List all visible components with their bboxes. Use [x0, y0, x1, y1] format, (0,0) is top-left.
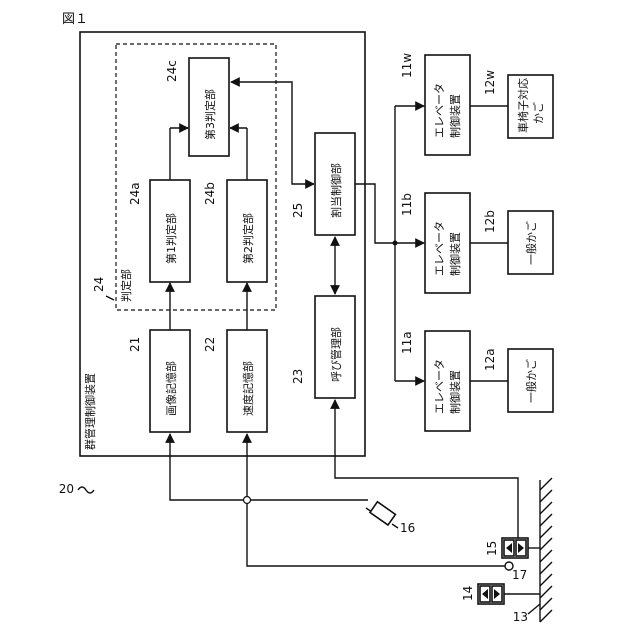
- controller-11a-line1: エレベータ: [433, 359, 446, 414]
- controller-11w-line2: 制御装置: [448, 94, 462, 138]
- camera-leader: [392, 524, 398, 528]
- floor-hatching: [540, 478, 552, 622]
- allocation-ref: 25: [291, 203, 305, 218]
- speed-storage-ref: 22: [203, 337, 217, 352]
- call-management-ref: 23: [291, 369, 305, 384]
- car-12a-label: 一般かご: [524, 359, 538, 403]
- camera-16: [366, 502, 395, 525]
- judge1-ref: 24a: [128, 182, 142, 205]
- controller-11a-line2: 制御装置: [448, 370, 462, 414]
- car-12w-line2: かご: [531, 102, 545, 124]
- floor-ref: 13: [513, 610, 528, 624]
- group-control-ref: 20: [59, 482, 74, 496]
- image-storage-ref: 21: [128, 337, 142, 352]
- allocation-label: 割当制御部: [329, 163, 343, 218]
- group-control-label: 群管理制御装置: [83, 373, 97, 450]
- ref-tilde-20: [78, 487, 94, 493]
- judge3-ref: 24c: [165, 60, 179, 82]
- car-12a-ref: 12a: [483, 348, 497, 371]
- controller-11b-ref: 11b: [400, 193, 414, 216]
- car-12w: [508, 75, 553, 138]
- elevator-controller-11a: [425, 331, 470, 431]
- controller-11b-line1: エレベータ: [433, 221, 446, 276]
- judgment-ref: 24: [92, 277, 106, 292]
- car-12b-ref: 12b: [483, 210, 497, 233]
- judge3-label: 第3判定部: [203, 89, 217, 140]
- floor-leader: [528, 604, 540, 614]
- speed-sensor-ref: 17: [512, 568, 527, 582]
- speed-storage-label: 速度記憶部: [241, 361, 255, 416]
- judgment-label: 判定部: [119, 269, 133, 302]
- judge1-label: 第1判定部: [164, 213, 178, 264]
- elevator-controller-11b: [425, 193, 470, 293]
- hall-button-14: [478, 584, 504, 604]
- hall-button-15-ref: 15: [485, 541, 499, 556]
- image-storage-label: 画像記憶部: [164, 361, 178, 416]
- judge2-ref: 24b: [203, 182, 217, 205]
- controller-11w-line1: エレベータ: [433, 83, 446, 138]
- car-12b-label: 一般かご: [524, 221, 538, 265]
- hall-button-15: [502, 538, 528, 558]
- camera-ref: 16: [400, 521, 415, 535]
- controller-11a-ref: 11a: [400, 331, 414, 354]
- controller-11w-ref: 11w: [400, 53, 414, 78]
- car-12w-ref: 12w: [483, 70, 497, 95]
- car-12w-line1: 車椅子対応: [516, 78, 530, 133]
- call-management-label: 呼び管理部: [329, 327, 343, 382]
- hall-button-14-ref: 14: [461, 586, 475, 601]
- line-crossover: [244, 497, 251, 504]
- controller-11b-line2: 制御装置: [448, 232, 462, 276]
- judge2-label: 第2判定部: [241, 213, 255, 264]
- elevator-controller-11w: [425, 55, 470, 155]
